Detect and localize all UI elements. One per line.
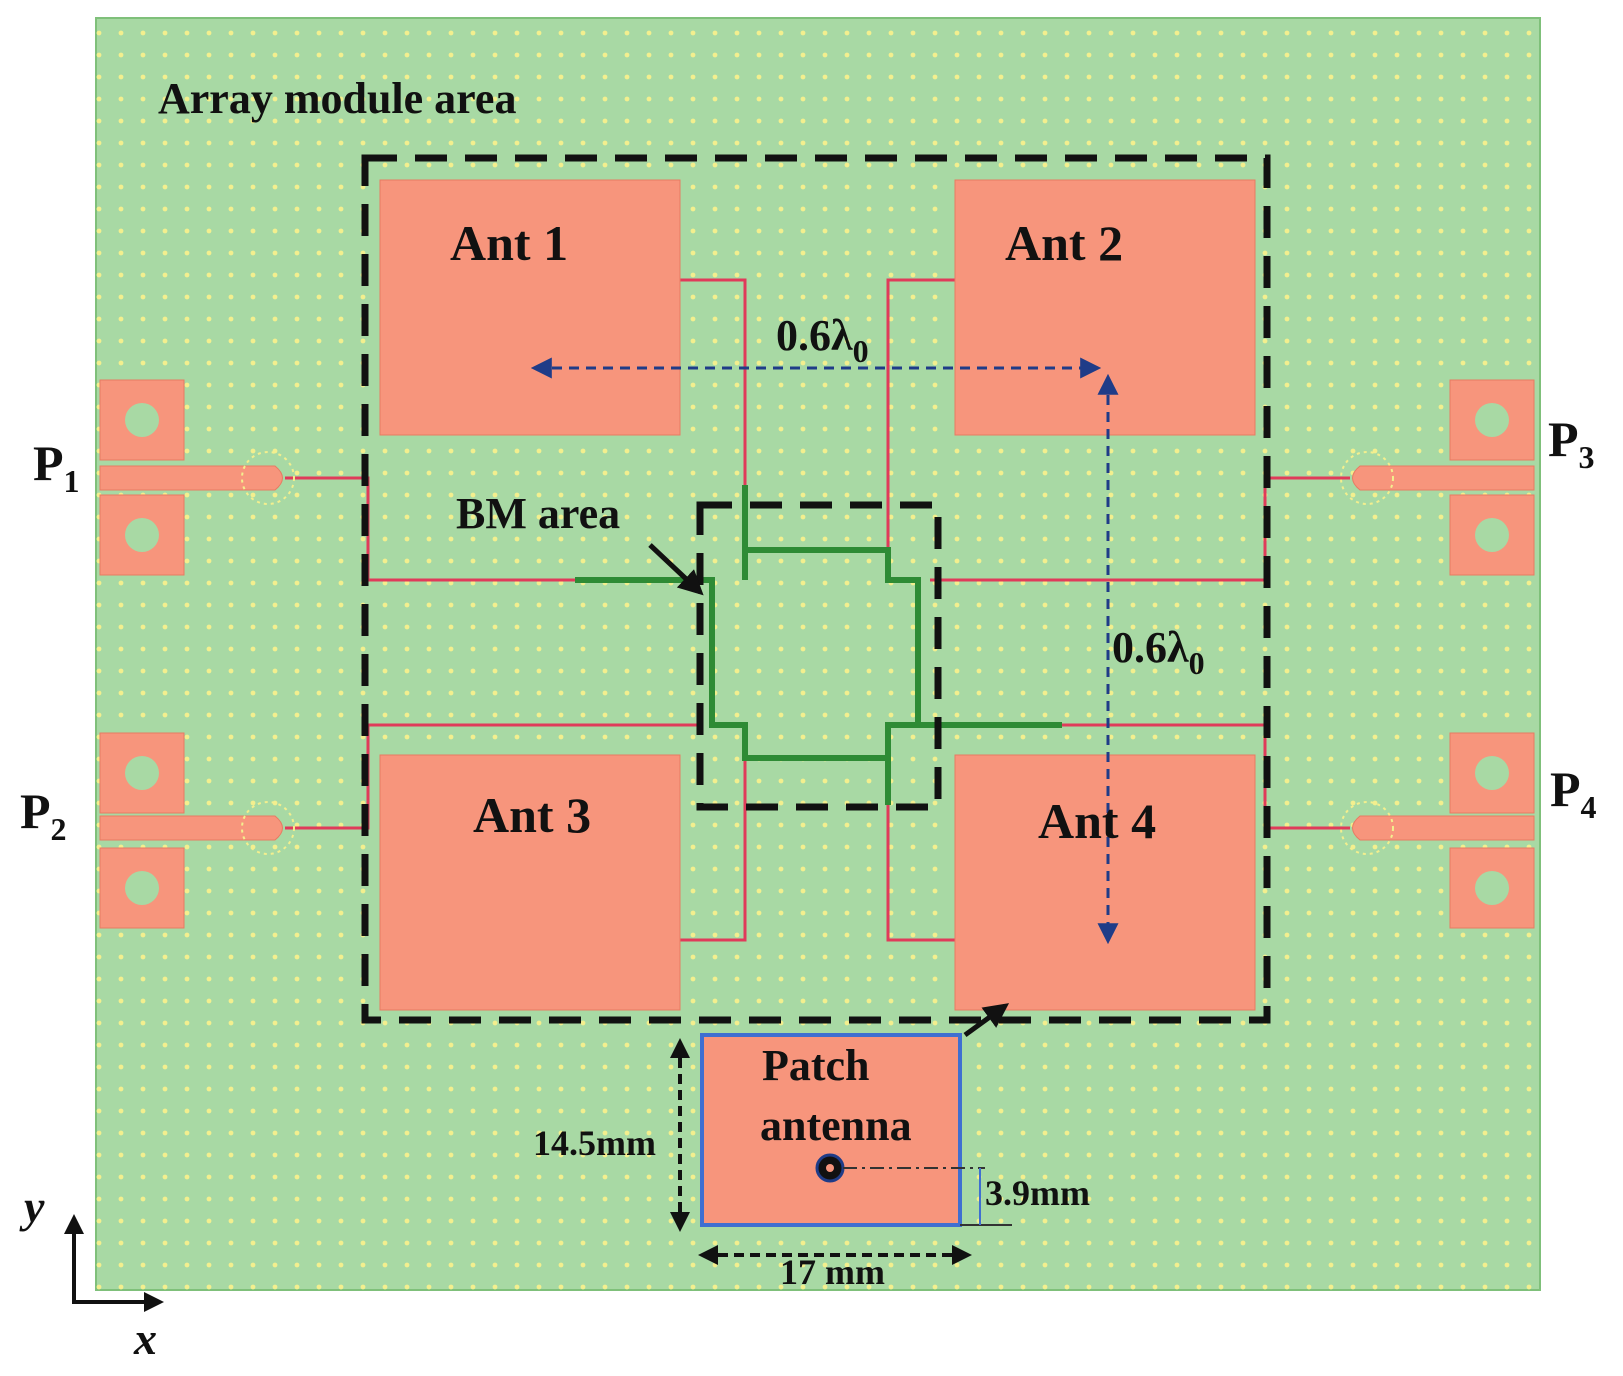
xy-axis-indicator: y x [19,1181,164,1364]
patch-antenna-label-line2: antenna [760,1101,912,1150]
ant-1-patch [379,179,681,436]
patch-antenna-label-line1: Patch [762,1041,870,1090]
height-dimension-label: 14.5mm [533,1123,656,1163]
bm-area-pointer-arrow [648,543,704,596]
width-dimension-label: 17 mm [780,1252,885,1292]
array-module-area-label: Array module area [158,74,516,123]
port-2-label: P2 [20,783,67,847]
patch-to-array-arrow [963,1003,1010,1038]
ant-4-label: Ant 4 [1038,793,1156,849]
port-3-label: P3 [1548,411,1595,475]
feed-offset-dimension-label: 3.9mm [985,1173,1090,1213]
vertical-spacing-label: 0.6λ0 [1112,623,1205,681]
port-4-connector [1340,732,1535,929]
bm-area-dashed-outline [696,501,942,811]
port-3-connector [1340,379,1535,576]
array-dashed-outline [361,154,1271,1024]
single-patch-antenna: Patch antenna [700,1033,1012,1227]
ant-3-patch [379,754,681,1011]
axis-y-label: y [19,1181,45,1232]
port-4-label: P4 [1550,761,1597,825]
ant-3-label: Ant 3 [473,787,591,843]
port-connectors [99,379,1535,929]
bm-area-label: BM area [456,489,620,538]
port-2-connector [99,732,295,929]
port-1-connector [99,379,295,576]
bm-coupler [575,485,1062,805]
port-1-label: P1 [33,435,80,499]
axis-x-label: x [133,1313,157,1364]
ant-1-label: Ant 1 [450,215,568,271]
ant-2-label: Ant 2 [1005,215,1123,271]
horizontal-spacing-label: 0.6λ0 [776,311,869,369]
